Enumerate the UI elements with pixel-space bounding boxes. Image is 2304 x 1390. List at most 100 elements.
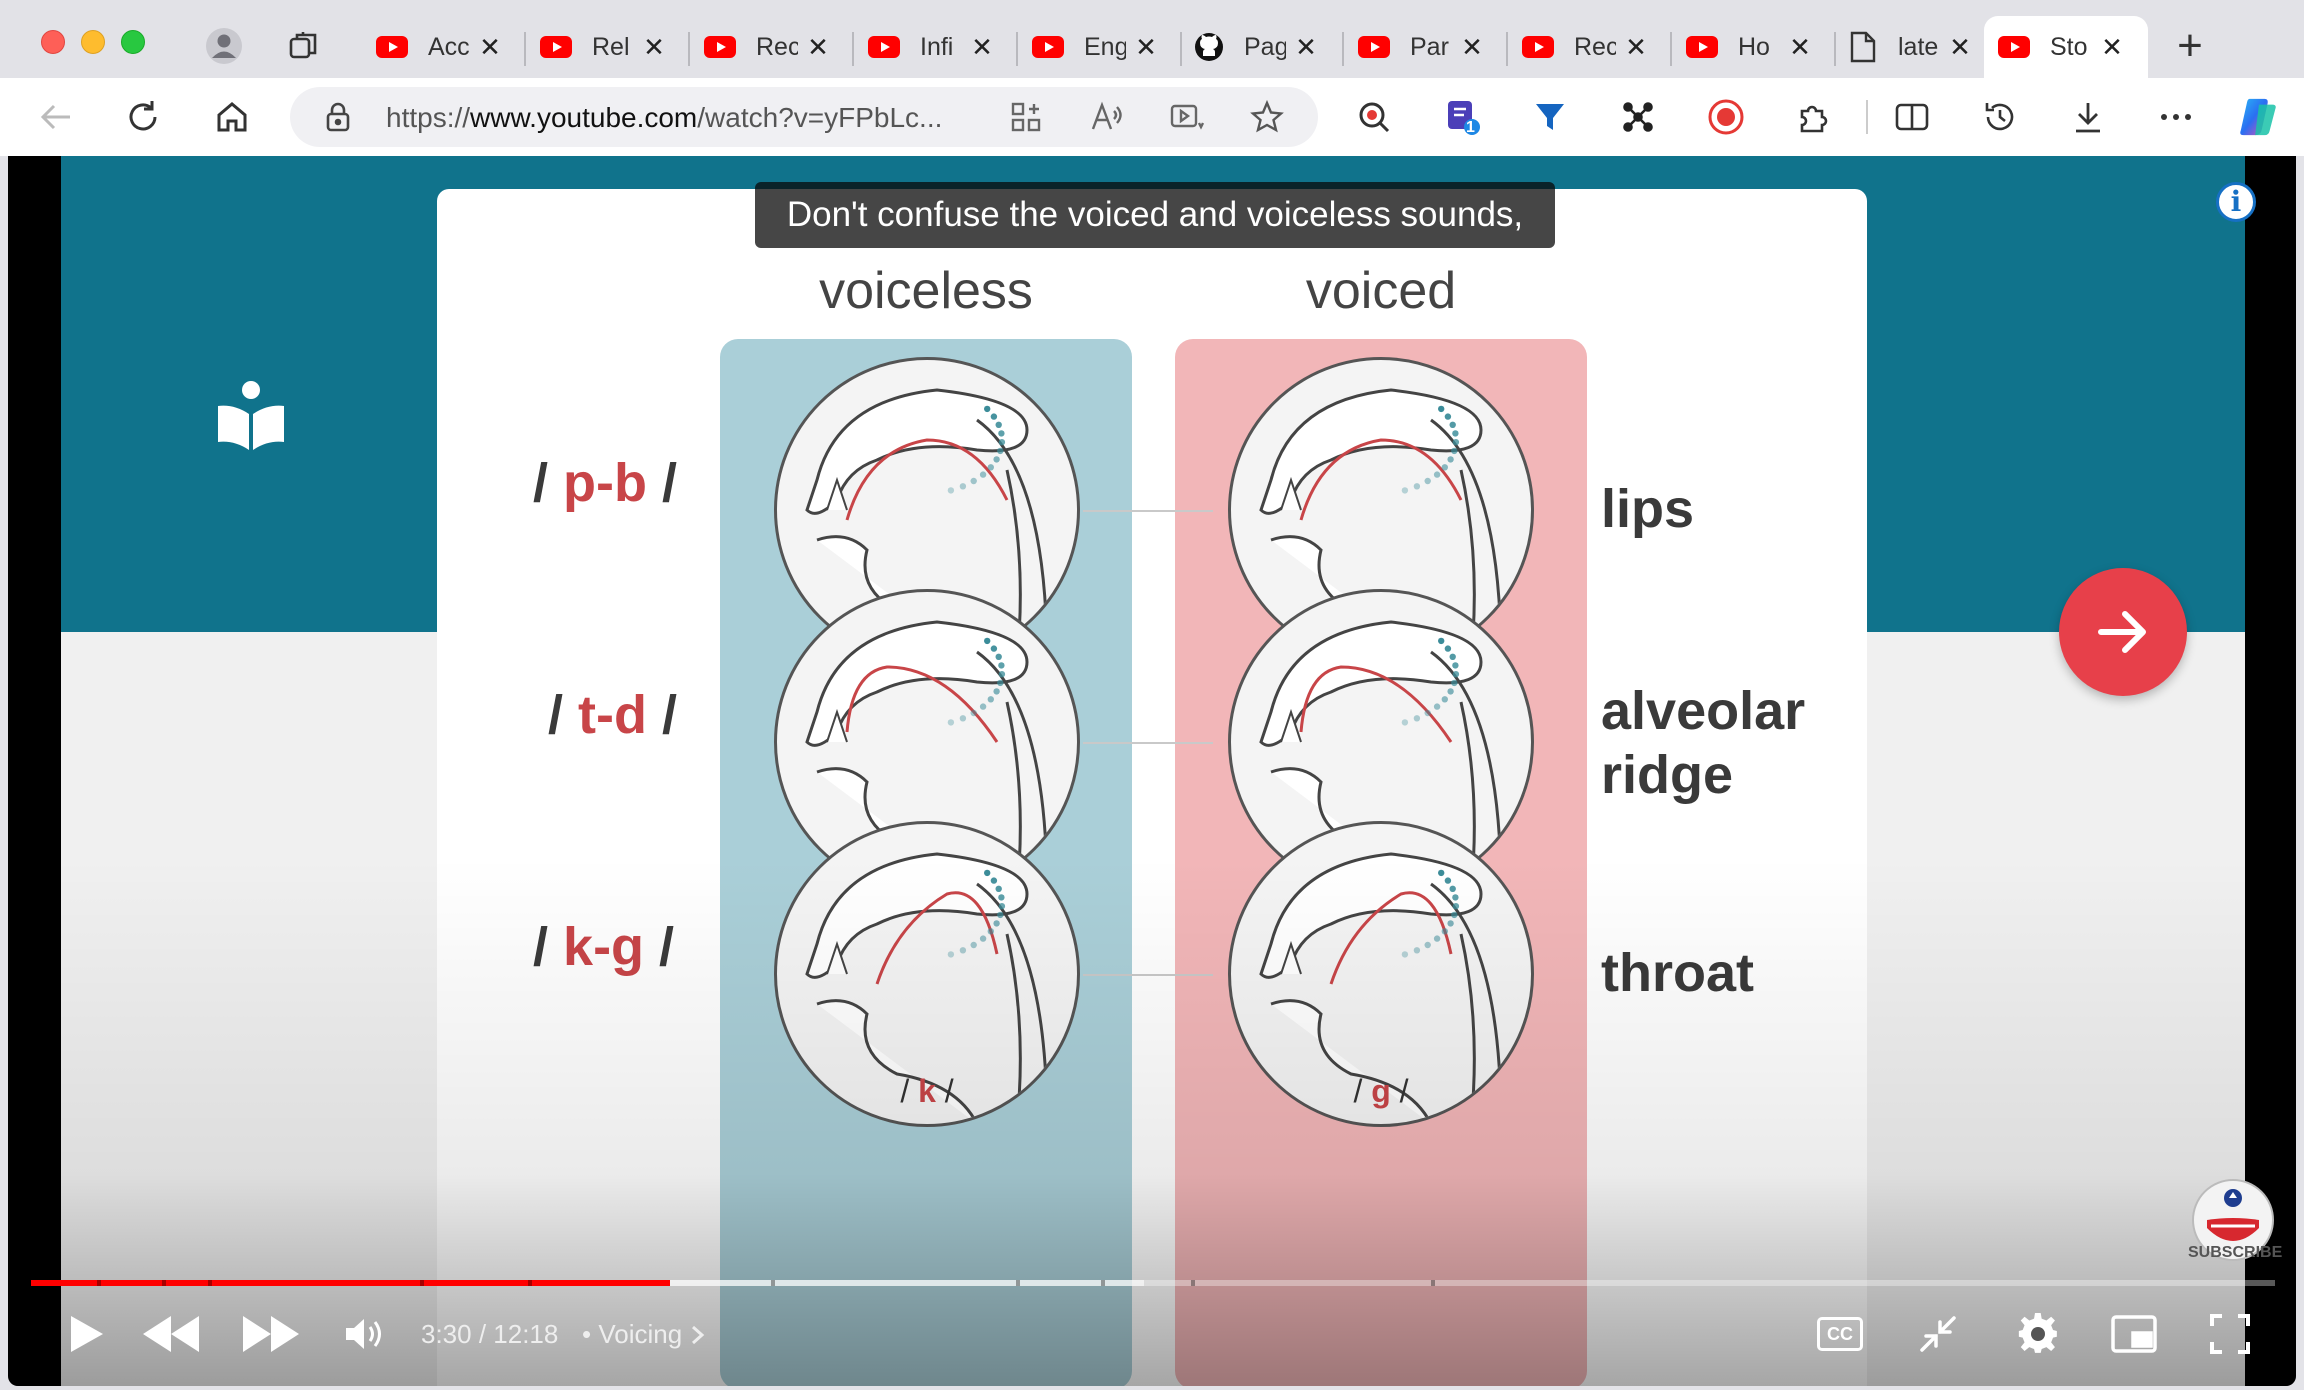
favorite-star-icon[interactable] bbox=[1250, 99, 1284, 139]
graph-extension-icon[interactable] bbox=[1616, 95, 1660, 139]
tab-close-icon[interactable]: ✕ bbox=[1461, 31, 1483, 62]
tab-close-icon[interactable]: ✕ bbox=[2101, 31, 2123, 62]
chapter-marker bbox=[1016, 1280, 1020, 1286]
app-available-icon[interactable] bbox=[1010, 101, 1042, 138]
tab-title: Pag bbox=[1244, 32, 1286, 61]
refresh-icon[interactable] bbox=[121, 95, 165, 139]
time-display: 3:30 / 12:18 bbox=[421, 1319, 559, 1349]
tab-title: Rec bbox=[1574, 32, 1616, 61]
phoneme-pair-part: - bbox=[596, 453, 614, 513]
copilot-icon[interactable] bbox=[2236, 95, 2280, 139]
tab-close-icon[interactable]: ✕ bbox=[1949, 31, 1971, 62]
subtitles-button[interactable]: CC bbox=[1810, 1304, 1870, 1364]
phoneme-pair-part: / bbox=[548, 685, 579, 745]
read-aloud-icon[interactable] bbox=[1090, 101, 1124, 138]
chapter-marker bbox=[1431, 1280, 1435, 1286]
split-screen-icon[interactable] bbox=[1890, 95, 1934, 139]
browser-tab[interactable]: Pag ✕ bbox=[1180, 16, 1340, 78]
progress-bar[interactable] bbox=[31, 1280, 2275, 1286]
tab-close-icon[interactable]: ✕ bbox=[643, 31, 665, 62]
browser-tab[interactable]: Rec✕ bbox=[690, 16, 850, 78]
fullscreen-icon[interactable] bbox=[2200, 1304, 2260, 1364]
browser-tab[interactable]: Infi ✕ bbox=[854, 16, 1014, 78]
back-icon[interactable] bbox=[34, 95, 78, 139]
tab-close-icon[interactable]: ✕ bbox=[1789, 31, 1811, 62]
volume-icon[interactable] bbox=[336, 1304, 396, 1364]
lesson-card: voiceless voiced / p-b // p // b /lips/ … bbox=[437, 189, 1867, 1386]
tab-title: Infi bbox=[920, 32, 954, 61]
tab-close-icon[interactable]: ✕ bbox=[1625, 31, 1647, 62]
tab-title: Sto bbox=[2050, 32, 2088, 61]
browser-tab[interactable]: Par ✕ bbox=[1344, 16, 1504, 78]
more-icon[interactable] bbox=[2154, 95, 2198, 139]
tab-close-icon[interactable]: ✕ bbox=[807, 31, 829, 62]
browser-tab[interactable]: Rel✕ bbox=[526, 16, 686, 78]
tab-title: Par bbox=[1410, 32, 1449, 61]
tab-separator bbox=[852, 32, 854, 66]
extension-badge: 1 bbox=[1466, 119, 1475, 136]
subscribe-watermark-icon[interactable] bbox=[2191, 1178, 2275, 1288]
play-button[interactable] bbox=[56, 1304, 116, 1364]
voiceless-heading: voiceless bbox=[819, 262, 1033, 320]
voiced-phoneme-label: / g / bbox=[1353, 1073, 1409, 1109]
book-logo-icon bbox=[218, 381, 284, 450]
url-text[interactable]: https://www.youtube.com/watch?v=yFPbLc..… bbox=[386, 102, 943, 133]
tab-actions-icon[interactable] bbox=[284, 26, 324, 66]
new-tab-button[interactable]: + bbox=[2177, 21, 2203, 70]
lock-icon[interactable] bbox=[324, 101, 352, 138]
video-enhance-icon[interactable] bbox=[1170, 101, 1205, 138]
settings-gear-icon[interactable] bbox=[2008, 1304, 2068, 1364]
note-extension-icon[interactable]: 1 bbox=[1440, 95, 1484, 139]
youtube-favicon-icon bbox=[1998, 36, 2030, 58]
youtube-favicon-icon bbox=[1032, 36, 1064, 58]
autoplay-icon[interactable] bbox=[1908, 1304, 1968, 1364]
profile-icon[interactable] bbox=[204, 26, 244, 66]
tab-close-icon[interactable]: ✕ bbox=[1135, 31, 1157, 62]
home-icon[interactable] bbox=[210, 95, 254, 139]
fast-forward-button[interactable] bbox=[236, 1304, 306, 1364]
phoneme-pair-part: d bbox=[613, 685, 647, 745]
phoneme-pair-part: k bbox=[563, 917, 594, 977]
video-player[interactable]: voiceless voiced / p-b // p // b /lips/ … bbox=[8, 156, 2296, 1386]
next-slide-button[interactable] bbox=[2059, 568, 2187, 696]
browser-tab[interactable]: Rec ✕ bbox=[1508, 16, 1668, 78]
close-window-button[interactable] bbox=[41, 30, 65, 54]
miniplayer-icon[interactable] bbox=[2104, 1304, 2164, 1364]
chapter-marker bbox=[162, 1280, 166, 1286]
tab-close-icon[interactable]: ✕ bbox=[1295, 31, 1317, 62]
tab-separator bbox=[1834, 32, 1836, 66]
browser-tab[interactable]: late✕ bbox=[1834, 16, 1994, 78]
tab-title: Ho bbox=[1738, 32, 1770, 61]
info-card-button[interactable]: i bbox=[2216, 182, 2256, 222]
tab-separator bbox=[1670, 32, 1672, 66]
chevron-right-icon bbox=[692, 1325, 705, 1345]
row-connector-line bbox=[1083, 742, 1213, 744]
tab-strip: Acc✕Rel✕Rec✕Infi✕Eng✕Pag✕Par✕Rec✕Ho✕late… bbox=[0, 0, 2304, 78]
phoneme-pair-part: - bbox=[593, 917, 612, 977]
tab-separator bbox=[1180, 32, 1182, 66]
download-icon[interactable] bbox=[2066, 95, 2110, 139]
tab-separator bbox=[1506, 32, 1508, 66]
tab-close-icon[interactable]: ✕ bbox=[971, 31, 993, 62]
browser-tab[interactable]: Eng ✕ bbox=[1018, 16, 1178, 78]
filter-extension-icon[interactable] bbox=[1528, 95, 1572, 139]
tab-separator bbox=[1016, 32, 1018, 66]
tab-title: Eng bbox=[1084, 32, 1126, 61]
extensions-puzzle-icon[interactable] bbox=[1792, 95, 1836, 139]
address-bar[interactable]: https://www.youtube.com/watch?v=yFPbLc..… bbox=[290, 87, 1318, 147]
search-extension-icon[interactable] bbox=[1352, 95, 1396, 139]
record-extension-icon[interactable] bbox=[1704, 95, 1748, 139]
tab-close-icon[interactable]: ✕ bbox=[479, 31, 501, 62]
history-icon[interactable] bbox=[1978, 95, 2022, 139]
rewind-button[interactable] bbox=[136, 1304, 206, 1364]
subscribe-label[interactable]: SUBSCRIBE bbox=[2188, 1244, 2283, 1261]
minimize-window-button[interactable] bbox=[81, 30, 105, 54]
zoom-window-button[interactable] bbox=[121, 30, 145, 54]
browser-tab[interactable]: Sto ✕ bbox=[1984, 16, 2148, 78]
chapter-title[interactable]: • Voicing bbox=[582, 1319, 707, 1350]
youtube-favicon-icon bbox=[1522, 36, 1554, 58]
browser-tab[interactable]: Acc✕ bbox=[362, 16, 522, 78]
tab-separator bbox=[1342, 32, 1344, 66]
browser-tab[interactable]: Ho ✕ bbox=[1672, 16, 1832, 78]
